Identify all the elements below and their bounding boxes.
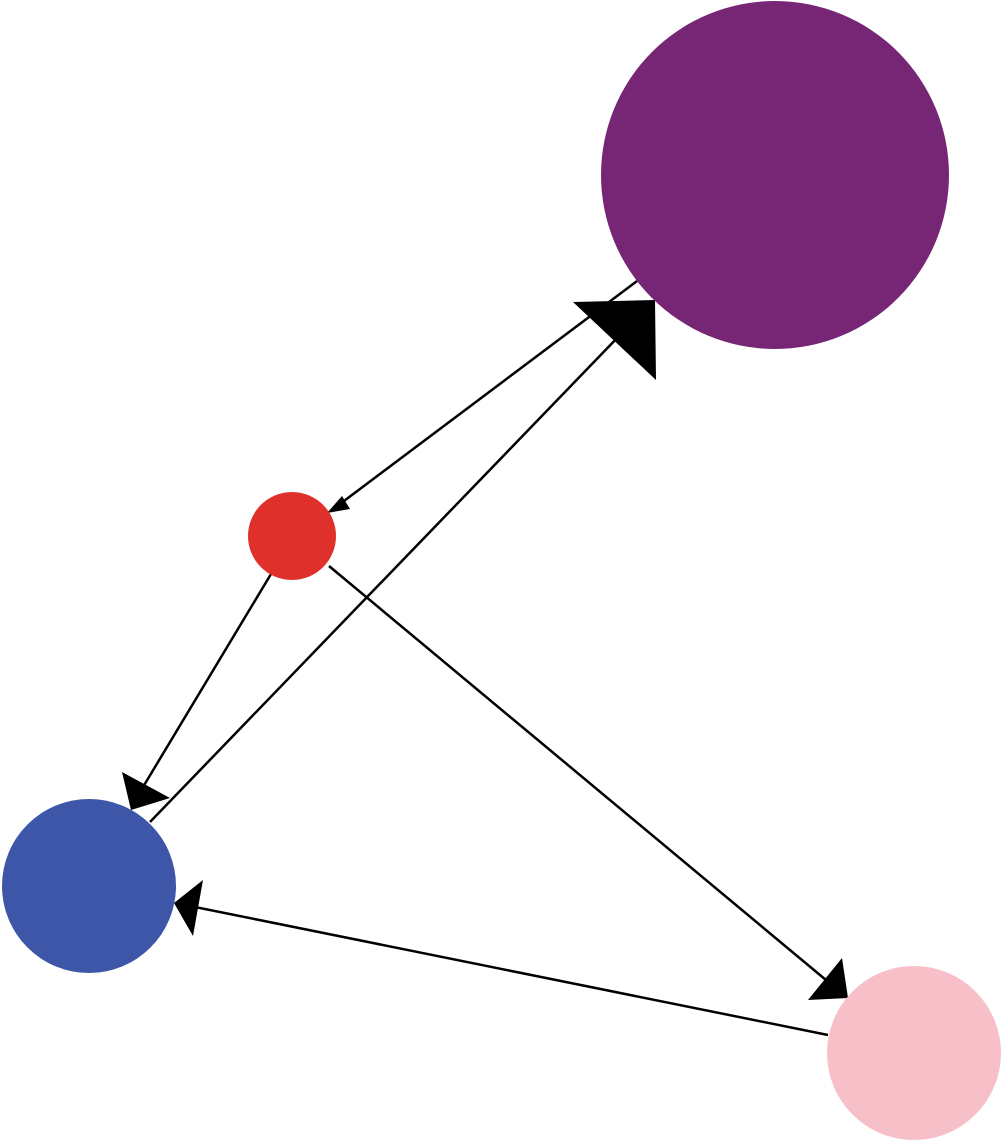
arrowhead-pink-to-blue [174, 880, 203, 936]
arrowheads [122, 300, 848, 1000]
node-red [248, 492, 336, 580]
arrowhead-purple-to-red [327, 496, 350, 513]
node-purple [601, 1, 949, 349]
edge-blue-to-purple [149, 334, 621, 823]
edges [138, 280, 833, 1037]
node-pink [827, 966, 1001, 1140]
edge-red-to-pink [328, 565, 833, 986]
edge-red-to-blue [138, 573, 273, 793]
edge-pink-to-blue [189, 904, 829, 1037]
node-blue [2, 799, 176, 973]
edge-purple-to-red [335, 280, 638, 508]
arrowhead-red-to-blue [122, 772, 170, 810]
arrowhead-blue-to-purple [573, 300, 656, 380]
arrowhead-red-to-pink [808, 958, 848, 1000]
